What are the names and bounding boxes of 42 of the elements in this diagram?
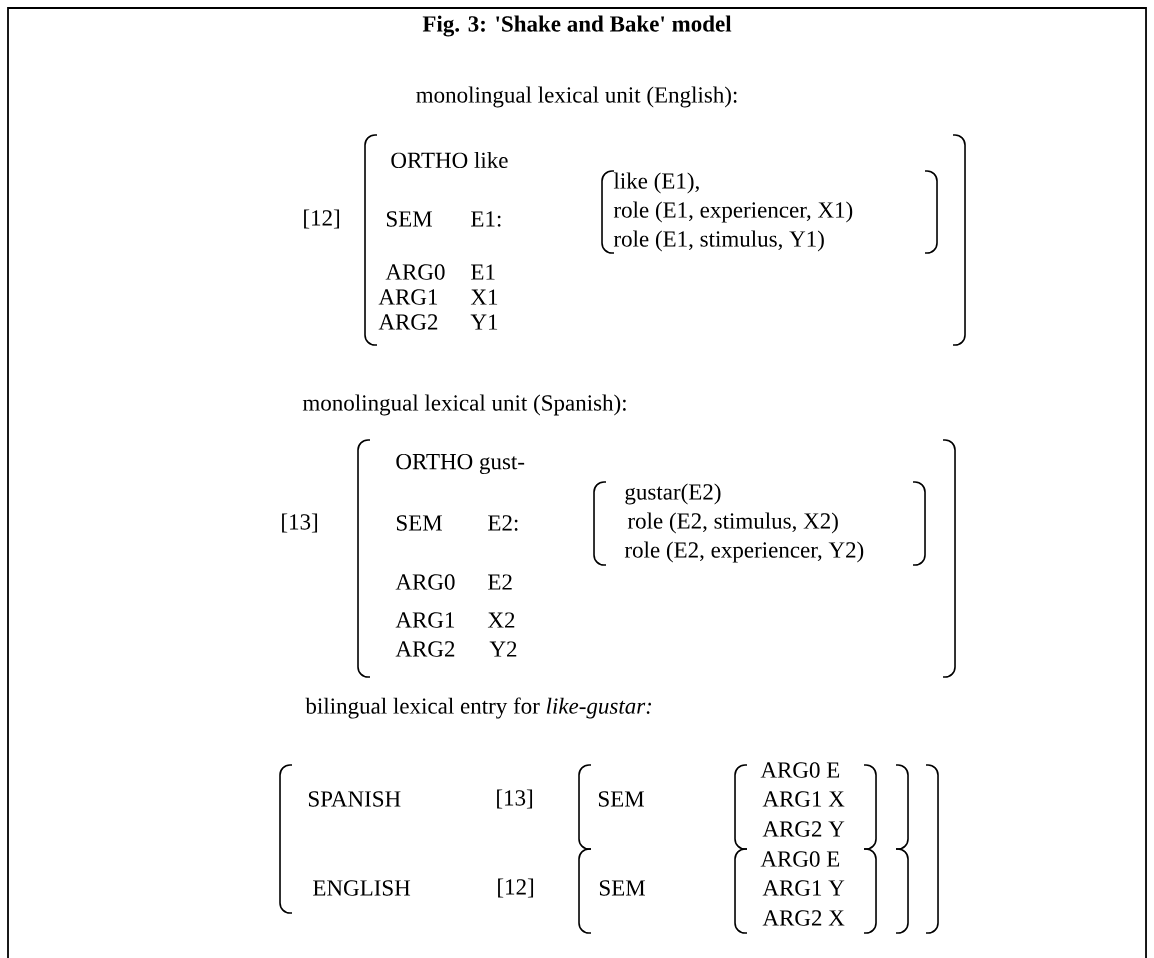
- title: Fig. 3: 'Shake and Bake' model: [422, 15, 732, 37]
- feature-text: ARG1 X: [762, 791, 845, 807]
- feature-value: E1:: [471, 211, 501, 227]
- caption-text: bilingual lexical entry for like-gustar:: [305, 697, 652, 719]
- feature-name: SEM: [386, 211, 432, 227]
- index-number: [13]: [282, 513, 318, 533]
- predicate-text: like (E1),: [613, 172, 699, 194]
- feature-value: E2:: [488, 515, 518, 531]
- feature-value: Y1: [470, 314, 498, 330]
- feature-value: X1: [470, 289, 498, 305]
- feature-name: SEM: [598, 791, 644, 807]
- feature-text: ARG1 Y: [762, 880, 845, 896]
- index-number: [13]: [497, 789, 533, 809]
- feature-value: E1: [471, 264, 495, 280]
- index-number: [12]: [304, 209, 340, 229]
- predicate-text: role (E1, stimulus, Y1): [613, 230, 824, 252]
- predicate-text: role (E1, experiencer, X1): [613, 201, 853, 223]
- caption-text: monolingual lexical unit (Spanish):: [302, 394, 626, 416]
- feature-name: ARG2: [395, 641, 455, 657]
- feature-text: ARG2 Y: [762, 821, 845, 837]
- feature-text: ARG0 E: [760, 851, 840, 867]
- feature-value: E2: [488, 574, 512, 590]
- feature-text: ARG0 E: [760, 762, 840, 778]
- feature-name: ARG2: [378, 314, 438, 330]
- predicate-text: role (E2, experiencer, Y2): [624, 541, 864, 563]
- feature-value: X2: [487, 612, 515, 628]
- feature-name: SPANISH: [308, 791, 401, 807]
- feature-text: ORTHO gust-: [396, 453, 525, 475]
- predicate-text: gustar(E2): [625, 483, 721, 505]
- feature-name: ARG0: [385, 264, 445, 280]
- feature-text: ORTHO like: [391, 151, 508, 169]
- feature-name: ARG1: [395, 612, 455, 628]
- feature-text: ARG2 X: [762, 910, 845, 926]
- feature-name: SEM: [396, 515, 442, 531]
- feature-value: Y2: [489, 641, 517, 657]
- predicate-text: role (E2, stimulus, X2): [627, 512, 838, 534]
- index-number: [12]: [498, 878, 534, 898]
- caption-text: monolingual lexical unit (English):: [416, 86, 737, 108]
- feature-name: ENGLISH: [313, 880, 411, 896]
- feature-name: ARG1: [378, 289, 438, 305]
- feature-name: SEM: [599, 880, 645, 896]
- feature-name: ARG0: [395, 574, 455, 590]
